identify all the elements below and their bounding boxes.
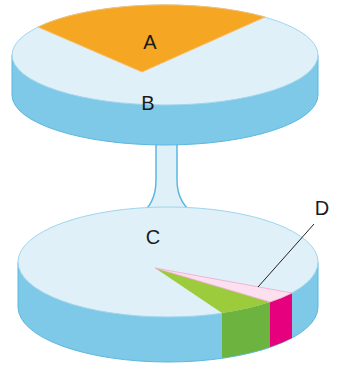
orange-sector [38, 5, 265, 72]
part-label: C [146, 227, 160, 247]
top-disk-top [12, 5, 318, 105]
part-label: A [143, 32, 156, 52]
bottom-disk-top [18, 207, 318, 317]
pink-sector-top [155, 268, 292, 302]
neck [138, 138, 198, 216]
callout-label: D [315, 198, 329, 218]
leader-line [258, 224, 314, 287]
part-label: B [141, 93, 154, 113]
